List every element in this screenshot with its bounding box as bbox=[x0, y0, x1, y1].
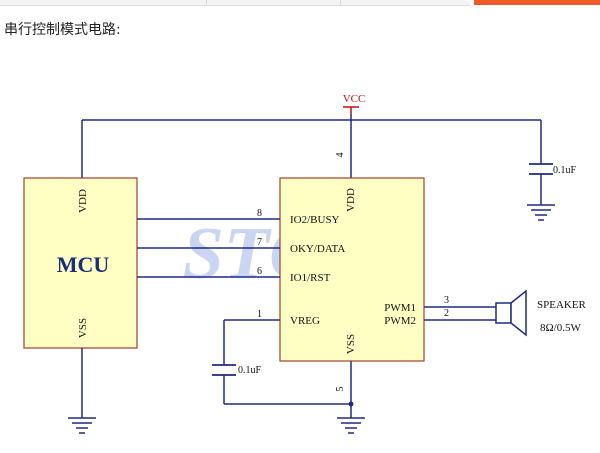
pin-label-data: OKY/DATA bbox=[290, 243, 345, 255]
pin-label-vreg: VREG bbox=[290, 315, 320, 327]
pin-label-pwm1: PWM1 bbox=[384, 302, 416, 314]
pin-label-busy: IO2/BUSY bbox=[290, 214, 340, 226]
vcc-label: VCC bbox=[343, 93, 366, 105]
capacitor-vcc bbox=[529, 163, 553, 175]
pin-number-rst: 6 bbox=[257, 266, 262, 277]
mcu-label: MCU bbox=[57, 252, 110, 277]
capacitor-vcc-label: 0.1uF bbox=[553, 165, 577, 176]
pin-label-rst: IO1/RST bbox=[290, 272, 331, 284]
speaker-rating: 8Ω/0.5W bbox=[540, 322, 581, 334]
pin-number-vdd: 4 bbox=[335, 153, 346, 158]
mcu-block bbox=[23, 177, 138, 349]
voice-ic-block bbox=[279, 177, 425, 362]
mcu-vdd-label: VDD bbox=[77, 189, 89, 213]
vcc-cap-ground bbox=[527, 204, 555, 221]
signal-lines bbox=[137, 218, 280, 278]
intro-text: 串行控制模式电路: bbox=[4, 22, 121, 38]
mcu-vss-label: VSS bbox=[77, 318, 89, 338]
mcu-ground bbox=[68, 348, 96, 434]
tab-divider bbox=[206, 0, 207, 5]
pin-number-busy: 8 bbox=[257, 208, 262, 219]
capacitor-vreg-label: 0.1uF bbox=[238, 365, 262, 376]
ic-vdd-label: VDD bbox=[345, 188, 357, 212]
capacitor-vreg bbox=[212, 364, 236, 376]
pin-number-vreg: 1 bbox=[257, 309, 262, 320]
speaker-icon bbox=[495, 289, 527, 337]
pin-number-pwm2: 2 bbox=[444, 308, 449, 319]
vcc-symbol: VCC bbox=[343, 93, 366, 114]
pin-label-pwm2: PWM2 bbox=[384, 315, 416, 327]
junction-dot bbox=[348, 401, 354, 407]
vcc-rail bbox=[81, 114, 542, 205]
pwm-wiring bbox=[424, 306, 496, 321]
ic-ground bbox=[337, 361, 365, 434]
pin-number-pwm1: 3 bbox=[444, 295, 449, 306]
pin-number-data: 7 bbox=[257, 237, 262, 248]
pin-number-vss: 5 bbox=[335, 387, 346, 392]
vreg-wiring bbox=[223, 319, 351, 405]
tab-bar bbox=[0, 0, 470, 6]
ic-vss-label: VSS bbox=[345, 334, 357, 354]
tab-divider bbox=[340, 0, 341, 5]
active-accent-tab[interactable] bbox=[474, 0, 600, 5]
speaker-label: SPEAKER bbox=[537, 299, 587, 311]
browser-tab-strip bbox=[0, 0, 600, 6]
